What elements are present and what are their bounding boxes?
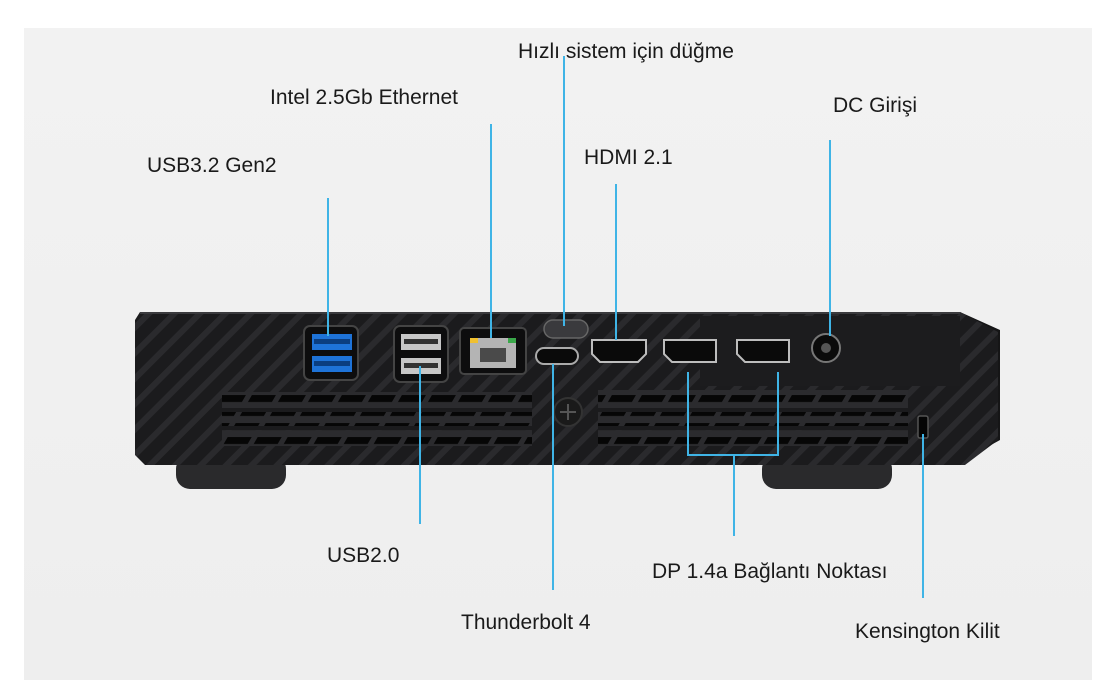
left-vent [222, 392, 532, 446]
ethernet-callout-line [490, 124, 492, 338]
label-dc-in: DC Girişi [833, 94, 917, 117]
quick-button-callout-line [563, 56, 565, 326]
right-vent [598, 390, 908, 446]
dp1-callout-line [687, 372, 689, 456]
label-quick-button: Hızlı sistem için düğme [518, 40, 734, 63]
usb20-callout-line [419, 366, 421, 524]
hdmi-port[interactable] [591, 339, 647, 363]
thunderbolt-port[interactable] [535, 347, 579, 365]
label-displayport: DP 1.4a Bağlantı Noktası [652, 560, 888, 583]
usb20-ports[interactable] [393, 325, 449, 383]
displayport-2[interactable] [736, 339, 790, 363]
dc-callout-line [829, 140, 831, 336]
quick-system-button[interactable] [543, 319, 589, 339]
label-kensington: Kensington Kilit [855, 620, 1000, 643]
usb32-callout-line [327, 198, 329, 336]
ethernet-port[interactable] [459, 327, 527, 375]
displayport-1[interactable] [663, 339, 717, 363]
dp-callout-line [733, 454, 735, 536]
label-hdmi: HDMI 2.1 [584, 146, 673, 169]
dp2-callout-line [777, 372, 779, 456]
thunderbolt-callout-line [552, 364, 554, 590]
label-thunderbolt: Thunderbolt 4 [461, 611, 591, 634]
kensington-callout-line [922, 434, 924, 598]
dc-input-port[interactable] [811, 333, 841, 363]
hdmi-callout-line [615, 184, 617, 340]
usb32-ports[interactable] [303, 325, 359, 381]
label-usb32: USB3.2 Gen2 [147, 154, 277, 177]
label-usb20: USB2.0 [327, 544, 400, 567]
label-ethernet: Intel 2.5Gb Ethernet [270, 86, 458, 109]
